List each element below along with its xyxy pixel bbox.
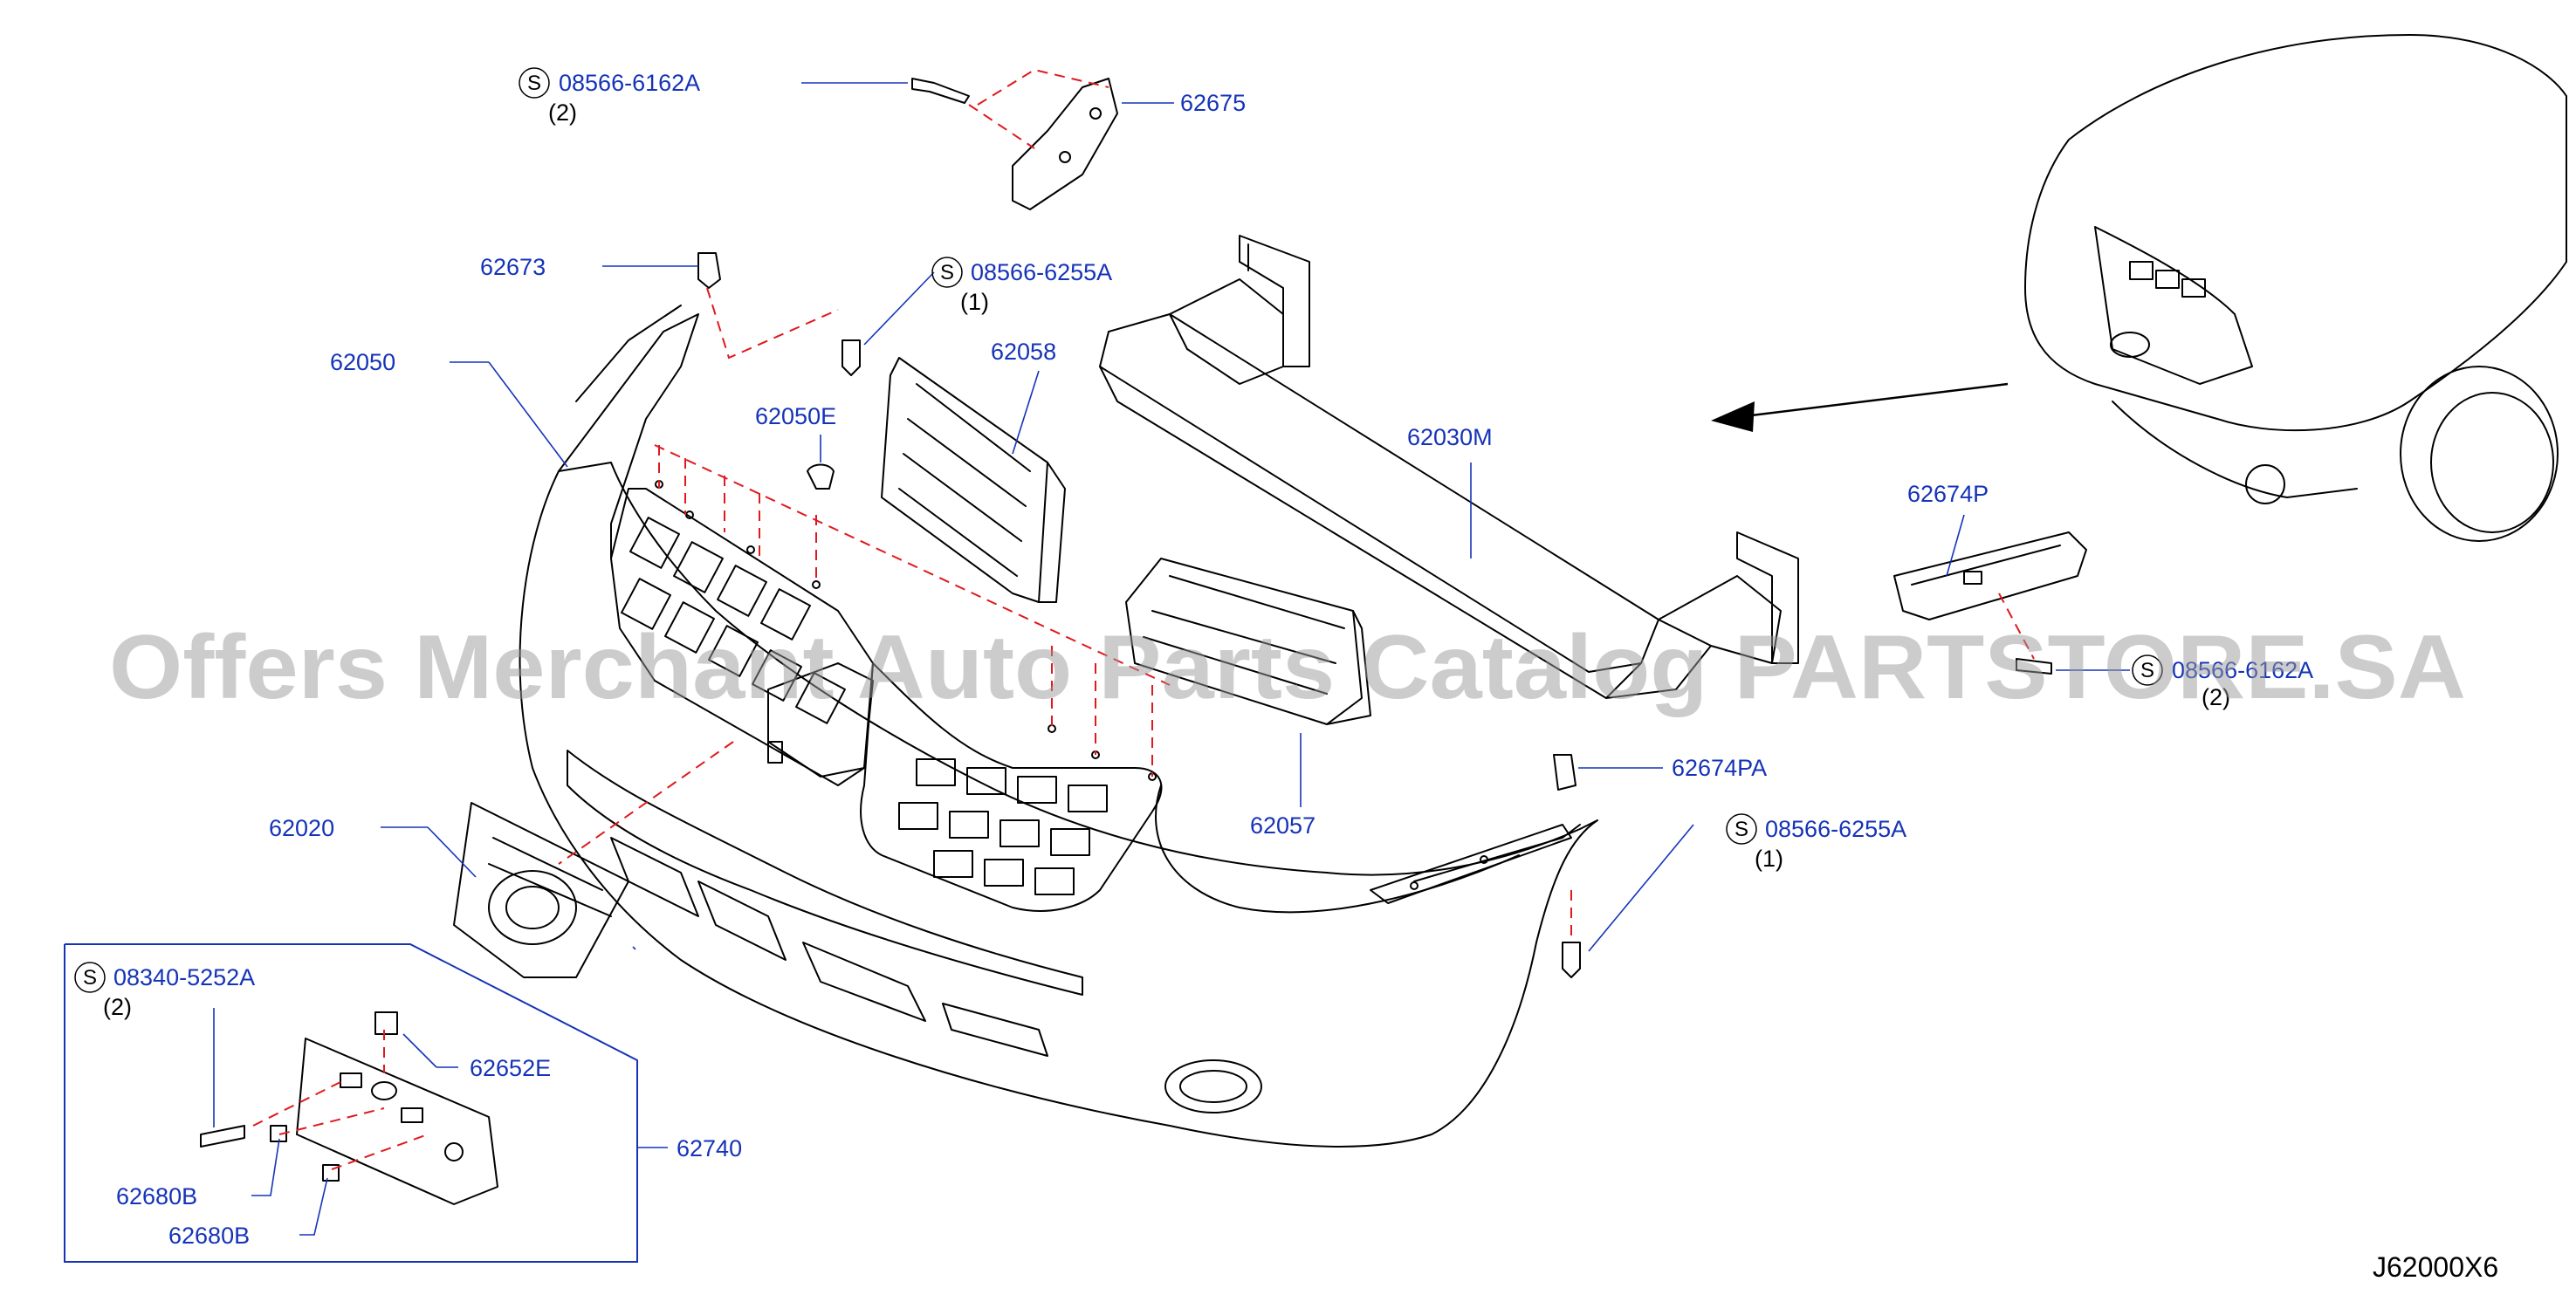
part-number-label[interactable]: 08340-5252A	[113, 964, 255, 990]
part-number-label[interactable]: 62020	[269, 815, 334, 841]
bracket-62674p	[1893, 531, 2087, 620]
callout-62050[interactable]: 62050	[330, 349, 395, 375]
part-number-label[interactable]: 08566-6255A	[971, 259, 1112, 285]
part-number-label[interactable]: 62058	[991, 339, 1056, 365]
quantity-label: (2)	[2202, 684, 2230, 710]
callout-08340-5252a[interactable]: S 08340-5252A (2)	[74, 962, 255, 1020]
group-frame-62740	[64, 943, 668, 1263]
part-number-label[interactable]: 62057	[1250, 812, 1315, 839]
part-number-label[interactable]: 62675	[1180, 90, 1246, 116]
callout-62020[interactable]: 62020	[269, 815, 334, 841]
diagram-code: J62000X6	[2373, 1251, 2498, 1283]
callout-62058[interactable]: 62058	[991, 339, 1056, 365]
lower-bracket-62740	[296, 1038, 498, 1205]
upper-grille	[881, 357, 1066, 603]
overview-arrow	[1711, 382, 2009, 432]
screw-symbol: S	[940, 261, 954, 284]
part-number-label[interactable]: 08566-6255A	[1765, 816, 1906, 842]
quantity-label: (1)	[1755, 846, 1783, 872]
part-number-label[interactable]: 62680B	[168, 1223, 250, 1249]
quantity-label: (2)	[548, 99, 577, 126]
callout-62740[interactable]: 62740	[677, 1135, 742, 1161]
fasteners	[200, 78, 2052, 1182]
callout-62675[interactable]: 62675	[1180, 90, 1246, 116]
part-number-label[interactable]: 62030M	[1407, 424, 1493, 450]
screw-symbol: S	[83, 966, 97, 990]
part-number-label[interactable]: 62050E	[755, 403, 836, 429]
vehicle-overview	[2024, 34, 2567, 542]
part-number-label[interactable]: 62674PA	[1672, 755, 1767, 781]
lower-grille	[1125, 558, 1371, 725]
bumper-reinforcement	[1099, 235, 1799, 699]
screw-symbol-icon	[1726, 813, 1757, 845]
part-number-label[interactable]: 62050	[330, 349, 395, 375]
front-bumper-fascia	[519, 305, 1598, 1148]
part-number-label[interactable]: 62652E	[470, 1055, 551, 1081]
quantity-label: (2)	[103, 994, 132, 1020]
part-number-label[interactable]: 62680B	[116, 1183, 197, 1209]
screw-symbol: S	[1735, 818, 1748, 841]
part-number-label[interactable]: 62674P	[1907, 481, 1989, 507]
callout-62680b-upper[interactable]: 62680B	[116, 1183, 197, 1209]
callout-62050e[interactable]: 62050E	[755, 403, 836, 429]
callout-62030m[interactable]: 62030M	[1407, 424, 1493, 450]
part-number-label[interactable]: 08566-6162A	[559, 70, 700, 96]
callout-08566-6255a-right[interactable]: S 08566-6255A (1)	[1726, 813, 1906, 872]
part-number-label[interactable]: 62740	[677, 1135, 742, 1161]
part-number-label[interactable]: 08566-6162A	[2172, 657, 2313, 683]
quantity-label: (1)	[960, 289, 989, 315]
screw-symbol-icon	[519, 67, 550, 99]
hidden-lines	[252, 68, 2035, 1170]
part-number-label[interactable]: 62673	[480, 254, 546, 280]
callout-62652e[interactable]: 62652E	[470, 1055, 551, 1081]
callout-08566-6255a-top[interactable]: S 08566-6255A (1)	[931, 257, 1112, 315]
screw-symbol-icon	[931, 257, 963, 288]
callout-62057[interactable]: 62057	[1250, 812, 1315, 839]
watermark: Offers Merchant Auto Parts Catalog PARTS…	[109, 617, 2466, 718]
emblem-grille-62020	[453, 802, 629, 978]
callout-62680b-lower[interactable]: 62680B	[168, 1223, 250, 1249]
screw-symbol: S	[527, 72, 541, 95]
leader-lines	[213, 82, 2130, 1236]
screw-symbol: S	[2140, 659, 2154, 682]
screw-symbol-icon	[2132, 654, 2163, 686]
callout-62674p[interactable]: 62674P	[1907, 481, 1989, 507]
screw-symbol-icon	[74, 962, 106, 993]
callout-08566-6162a-top[interactable]: S 08566-6162A (2)	[519, 67, 700, 126]
callout-62673[interactable]: 62673	[480, 254, 546, 280]
callout-62674pa[interactable]: 62674PA	[1672, 755, 1767, 781]
callout-08566-6162a-right[interactable]: S 08566-6162A (2)	[2132, 654, 2313, 710]
bracket-62675	[1012, 78, 1118, 210]
